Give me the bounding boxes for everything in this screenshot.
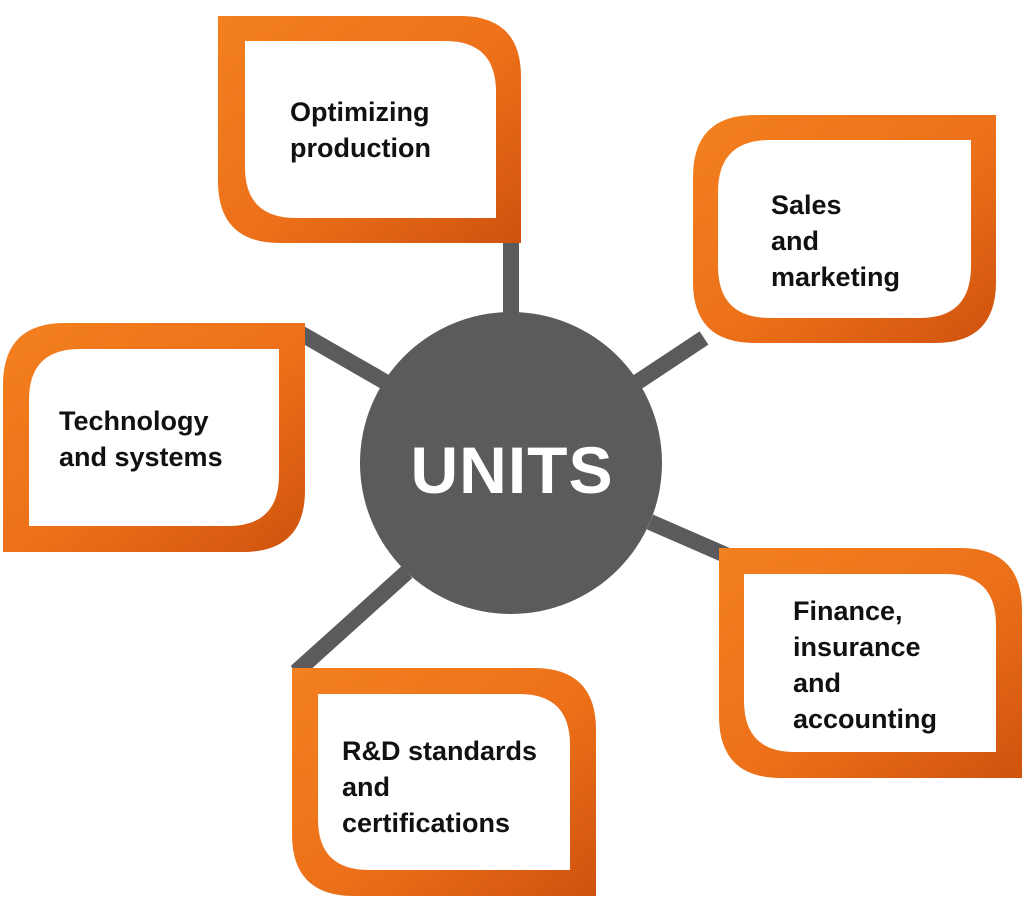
connector-rnd <box>290 566 413 678</box>
label-line: certifications <box>342 808 511 838</box>
label-line: and systems <box>59 442 223 472</box>
label-line: Finance, <box>793 596 903 626</box>
connector-finance <box>646 514 732 564</box>
card-rnd <box>292 668 596 896</box>
label-production: Optimizing production <box>290 94 431 166</box>
label-line: and <box>342 772 391 802</box>
card-technology <box>3 323 305 552</box>
label-technology: Technology and systems <box>59 403 223 475</box>
card-sales <box>693 115 996 343</box>
label-rnd: R&D standards and certifications <box>342 733 537 841</box>
label-sales: Sales and marketing <box>771 187 900 295</box>
connector-sales <box>628 331 709 392</box>
label-line: marketing <box>771 262 901 292</box>
label-line: Optimizing <box>290 97 430 127</box>
label-line: Sales <box>771 190 842 220</box>
units-hub <box>360 312 662 614</box>
label-line: and <box>771 226 820 256</box>
label-line: accounting <box>793 704 938 734</box>
card-finance <box>719 548 1022 778</box>
hub-label: UNITS <box>410 433 614 507</box>
label-line: R&D standards <box>342 736 538 766</box>
connectors <box>290 241 732 678</box>
label-line: Technology <box>59 406 209 436</box>
card-production <box>218 16 521 243</box>
label-line: insurance <box>793 632 921 662</box>
connector-technology <box>296 326 391 390</box>
label-line: and <box>793 668 842 698</box>
label-line: production <box>290 133 431 163</box>
label-finance: Finance, insurance and accounting <box>793 593 937 737</box>
